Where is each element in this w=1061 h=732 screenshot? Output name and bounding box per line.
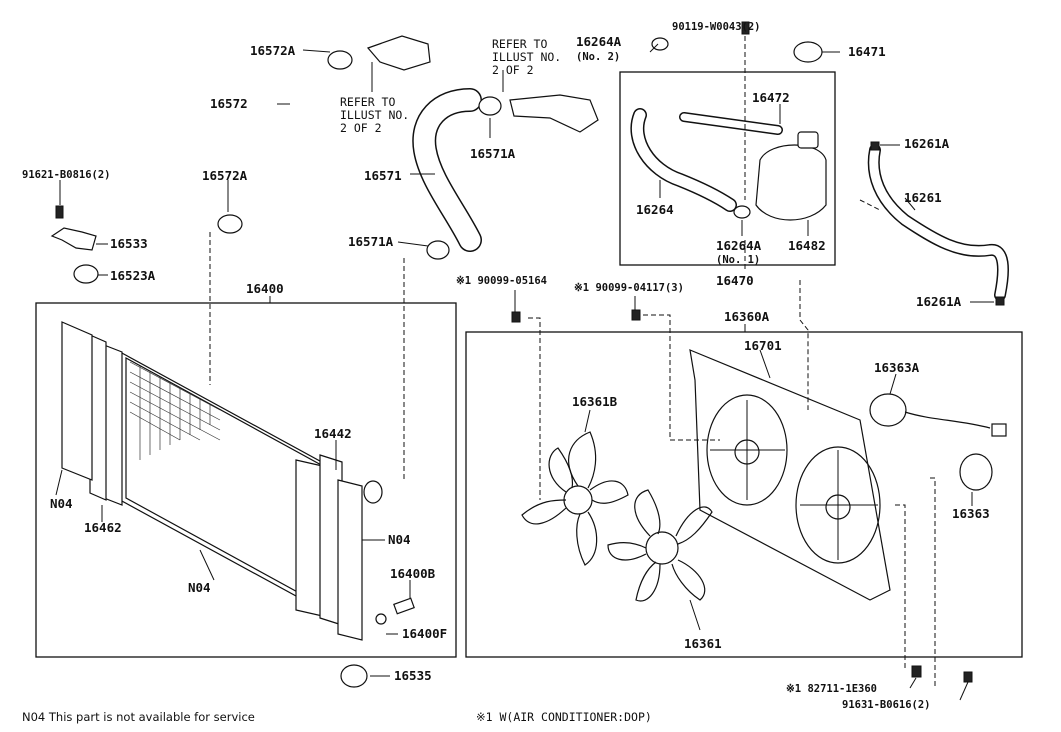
footer-ac-note: ※1 W(AIR CONDITIONER:DOP): [476, 710, 652, 724]
fan-shroud: [689, 349, 891, 601]
label-16442: 16442: [314, 426, 352, 441]
label-16533: 16533: [110, 236, 148, 251]
fan-16361B: [521, 431, 629, 566]
label-N04-right: N04: [388, 532, 411, 547]
label-16264A-top: 16264A: [576, 34, 622, 49]
label-16264: 16264: [636, 202, 674, 217]
connector: [991, 423, 1007, 437]
reserve-tank: [755, 144, 827, 221]
label-16363A: 16363A: [874, 360, 920, 375]
label-16261A-top: 16261A: [904, 136, 950, 151]
reserve-tank-cap: [797, 131, 819, 149]
label-90099-04117: ※1 90099-04117(3): [574, 282, 684, 294]
refer-note-2-line3: 2 OF 2: [492, 63, 534, 77]
label-91631: 91631-B0616(2): [842, 699, 931, 711]
label-16535: 16535: [394, 668, 432, 683]
leader-lines: [55, 22, 994, 701]
refer-note-1-line1: REFER TO: [340, 95, 395, 109]
refer-note-1-line2: ILLUST NO.: [340, 108, 409, 122]
label-16482: 16482: [788, 238, 826, 253]
overflow-hose: [867, 144, 1009, 301]
water-inlet: [509, 94, 599, 133]
label-16523A: 16523A: [110, 268, 156, 283]
connection-lines: [209, 36, 936, 686]
radiator-core: [61, 321, 415, 641]
label-16264A-low-sub: (No. 1): [716, 254, 760, 266]
label-16361: 16361: [684, 636, 722, 651]
bracket-16533: [50, 227, 97, 251]
refer-note-2-line1: REFER TO: [492, 37, 547, 51]
footer-n04-note: N04 This part is not available for servi…: [22, 710, 255, 724]
reserve-tank-group-box: [619, 71, 836, 266]
fan-motor-16363: [959, 453, 993, 491]
label-16264A-top-sub: (No. 2): [576, 51, 620, 63]
label-16571A-top: 16571A: [470, 146, 516, 161]
cushion-16535: [340, 664, 368, 688]
label-16400: 16400: [246, 281, 284, 296]
label-16701: 16701: [744, 338, 782, 353]
label-16471: 16471: [848, 44, 886, 59]
label-90119: 90119-W0043(2): [672, 21, 761, 33]
label-16361B: 16361B: [572, 394, 618, 409]
fan-motor-16363A: [869, 393, 907, 427]
cap-16471: [793, 41, 823, 63]
label-16472: 16472: [752, 90, 790, 105]
label-16261: 16261: [904, 190, 942, 205]
refer-note-1-line3: 2 OF 2: [340, 121, 382, 135]
label-16400B: 16400B: [390, 566, 436, 581]
hose-clamp: [478, 96, 502, 116]
cushion-16523A: [73, 264, 99, 284]
label-82711: ※1 82711-1E360: [786, 683, 877, 695]
refer-note-2-line2: ILLUST NO.: [492, 50, 561, 64]
radiator-group-box: [35, 302, 457, 658]
label-16363: 16363: [952, 506, 990, 521]
label-90099-05164: ※1 90099-05164: [456, 275, 547, 287]
label-16572A-low: 16572A: [202, 168, 248, 183]
bolt-91621: [55, 205, 64, 219]
hose-clamp: [426, 240, 450, 260]
label-16572: 16572: [210, 96, 248, 111]
label-N04-left: N04: [50, 496, 73, 511]
fan-shroud-group-box: [465, 331, 1023, 658]
label-16261A-low: 16261A: [916, 294, 962, 309]
label-N04-bottom: N04: [188, 580, 211, 595]
label-16571A-low: 16571A: [348, 234, 394, 249]
label-16462: 16462: [84, 520, 122, 535]
label-16470: 16470: [716, 273, 754, 288]
label-16400F: 16400F: [402, 626, 447, 641]
hose-clamp: [327, 50, 353, 70]
label-16264A-low: 16264A: [716, 238, 762, 253]
hose-clamp: [217, 214, 243, 234]
fan-16361: [607, 489, 713, 602]
water-outlet: [366, 35, 431, 71]
label-91621: 91621-B0816(2): [22, 169, 111, 181]
label-16571: 16571: [364, 168, 402, 183]
label-16572A-top: 16572A: [250, 43, 296, 58]
label-16360A: 16360A: [724, 309, 770, 324]
